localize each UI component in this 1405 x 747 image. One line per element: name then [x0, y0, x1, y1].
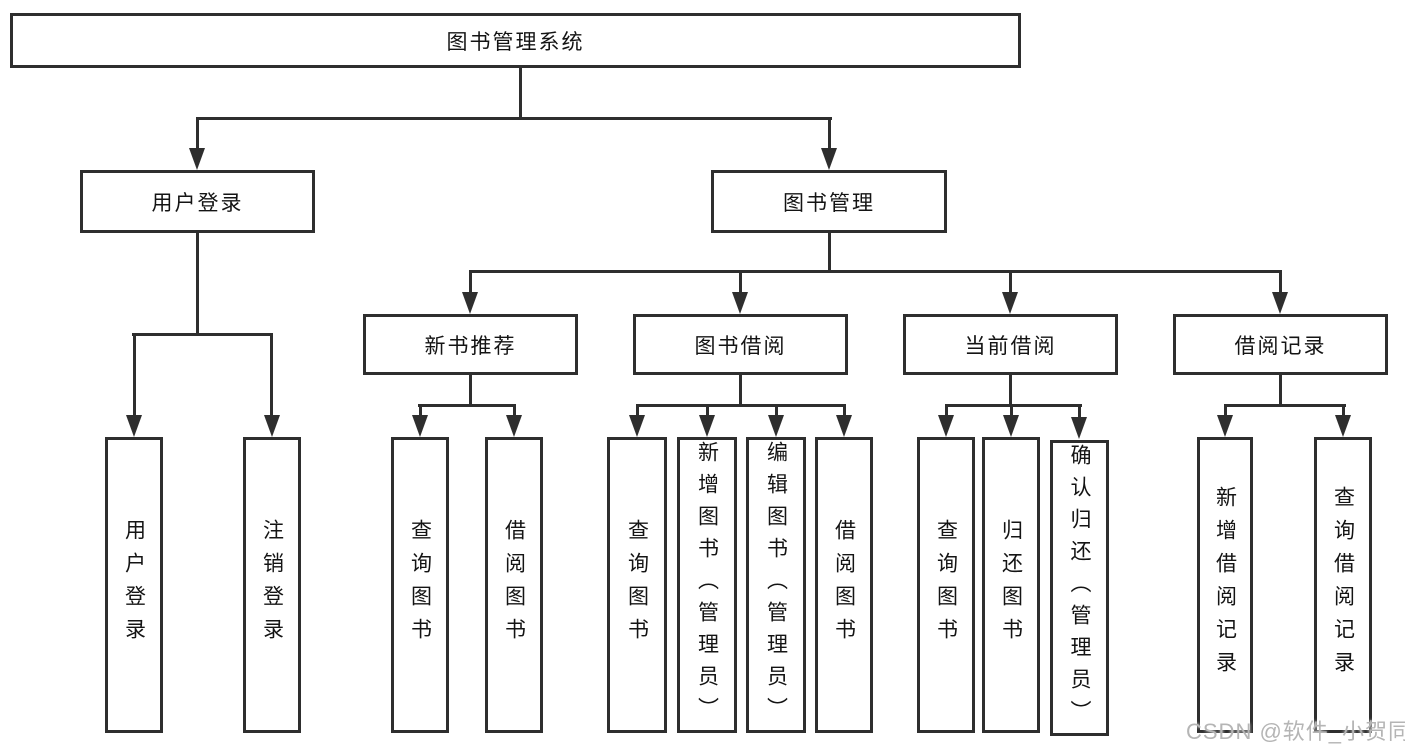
arrowhead-down-icon: [1003, 415, 1019, 437]
leaf-borrowing-query-books-label: 查询图书: [625, 519, 649, 651]
arrowhead-down-icon: [732, 292, 748, 314]
leaf-borrowing-add-books-admin: 新增图书（管理员）: [677, 437, 737, 733]
connector-arrow-shaft: [843, 404, 846, 418]
connector-records-stub: [1279, 372, 1282, 407]
leaf-recommend-borrow-books: 借阅图书: [485, 437, 543, 733]
node-book-management-label: 图书管理: [783, 191, 875, 215]
arrowhead-down-icon: [506, 415, 522, 437]
connector-arrow-shaft: [469, 270, 472, 294]
leaf-borrowing-edit-books-admin: 编辑图书（管理员）: [746, 437, 806, 733]
node-root-label: 图书管理系统: [446, 30, 585, 54]
leaf-borrowing-add-books-admin-label: 新增图书（管理员）: [695, 441, 719, 729]
arrowhead-down-icon: [189, 148, 205, 170]
connector-borrowing-bar: [636, 404, 846, 407]
connector-arrow-shaft: [636, 404, 639, 418]
node-book-management: 图书管理: [711, 170, 947, 233]
node-borrowing-records: 借阅记录: [1173, 314, 1388, 375]
connector-arrow-shaft: [1224, 404, 1227, 418]
leaf-user-login-label: 用户登录: [122, 519, 146, 651]
node-new-book-recommend-label: 新书推荐: [424, 334, 517, 358]
arrowhead-down-icon: [1217, 415, 1233, 437]
connector-current-bar: [945, 404, 1082, 407]
connector-user-login-bar: [132, 333, 273, 336]
leaf-records-query-record: 查询借阅记录: [1314, 437, 1372, 733]
leaf-borrowing-edit-books-admin-label: 编辑图书（管理员）: [764, 441, 788, 729]
connector-level2-bar: [196, 117, 832, 120]
connector-arrow-shaft: [196, 117, 199, 151]
arrowhead-down-icon: [629, 415, 645, 437]
connector-records-bar: [1224, 404, 1346, 407]
leaf-borrowing-query-books: 查询图书: [607, 437, 667, 733]
leaf-logout-label: 注销登录: [260, 519, 284, 651]
node-current-borrowing-label: 当前借阅: [964, 334, 1057, 358]
connector-book-mgmt-stub: [828, 231, 831, 273]
node-user-login: 用户登录: [80, 170, 315, 233]
arrowhead-down-icon: [462, 292, 478, 314]
leaf-records-add-record: 新增借阅记录: [1197, 437, 1253, 733]
leaf-current-return-books-label: 归还图书: [999, 519, 1023, 651]
connector-root-stub: [519, 66, 522, 119]
connector-arrow-shaft: [945, 404, 948, 418]
connector-arrow-shaft: [1009, 270, 1012, 294]
connector-arrow-shaft: [1078, 404, 1081, 418]
connector-arrow-shaft: [828, 117, 831, 151]
connector-arrow-shaft: [133, 333, 136, 417]
leaf-recommend-query-books-label: 查询图书: [408, 519, 432, 651]
connector-recommend-bar: [418, 404, 516, 407]
connector-arrow-shaft: [419, 404, 422, 418]
leaf-borrowing-borrow-books: 借阅图书: [815, 437, 873, 733]
leaf-current-return-books: 归还图书: [982, 437, 1040, 733]
arrowhead-down-icon: [1002, 292, 1018, 314]
connector-arrow-shaft: [739, 270, 742, 294]
connector-borrowing-stub: [739, 372, 742, 407]
node-book-borrowing: 图书借阅: [633, 314, 848, 375]
leaf-recommend-borrow-books-label: 借阅图书: [502, 519, 526, 651]
leaf-logout: 注销登录: [243, 437, 301, 733]
leaf-current-confirm-return-admin: 确认归还（管理员）: [1050, 440, 1109, 736]
arrowhead-down-icon: [412, 415, 428, 437]
node-book-borrowing-label: 图书借阅: [694, 334, 787, 358]
leaf-recommend-query-books: 查询图书: [391, 437, 449, 733]
connector-user-login-stub: [196, 231, 199, 336]
leaf-records-add-record-label: 新增借阅记录: [1213, 486, 1237, 684]
arrowhead-down-icon: [1335, 415, 1351, 437]
arrowhead-down-icon: [264, 415, 280, 437]
connector-current-stub: [1009, 372, 1012, 407]
leaf-current-query-books: 查询图书: [917, 437, 975, 733]
arrowhead-down-icon: [1272, 292, 1288, 314]
arrowhead-down-icon: [836, 415, 852, 437]
node-borrowing-records-label: 借阅记录: [1234, 334, 1327, 358]
connector-arrow-shaft: [513, 404, 516, 418]
leaf-borrowing-borrow-books-label: 借阅图书: [832, 519, 856, 651]
connector-level3-bar: [469, 270, 1282, 273]
arrowhead-down-icon: [699, 415, 715, 437]
node-new-book-recommend: 新书推荐: [363, 314, 578, 375]
arrowhead-down-icon: [821, 148, 837, 170]
connector-arrow-shaft: [1279, 270, 1282, 294]
connector-arrow-shaft: [1010, 404, 1013, 418]
node-current-borrowing: 当前借阅: [903, 314, 1118, 375]
leaf-user-login: 用户登录: [105, 437, 163, 733]
arrowhead-down-icon: [938, 415, 954, 437]
connector-arrow-shaft: [706, 404, 709, 418]
connector-arrow-shaft: [775, 404, 778, 418]
leaf-current-query-books-label: 查询图书: [934, 519, 958, 651]
arrowhead-down-icon: [126, 415, 142, 437]
connector-arrow-shaft: [270, 333, 273, 417]
node-user-login-label: 用户登录: [151, 191, 244, 215]
csdn-watermark: CSDN @软件_小贺同学: [1186, 719, 1405, 744]
connector-arrow-shaft: [1342, 404, 1345, 418]
arrowhead-down-icon: [768, 415, 784, 437]
arrowhead-down-icon: [1071, 417, 1087, 439]
leaf-current-confirm-return-admin-label: 确认归还（管理员）: [1068, 444, 1091, 732]
node-root: 图书管理系统: [10, 13, 1021, 68]
leaf-records-query-record-label: 查询借阅记录: [1331, 486, 1355, 684]
connector-recommend-stub: [469, 372, 472, 407]
